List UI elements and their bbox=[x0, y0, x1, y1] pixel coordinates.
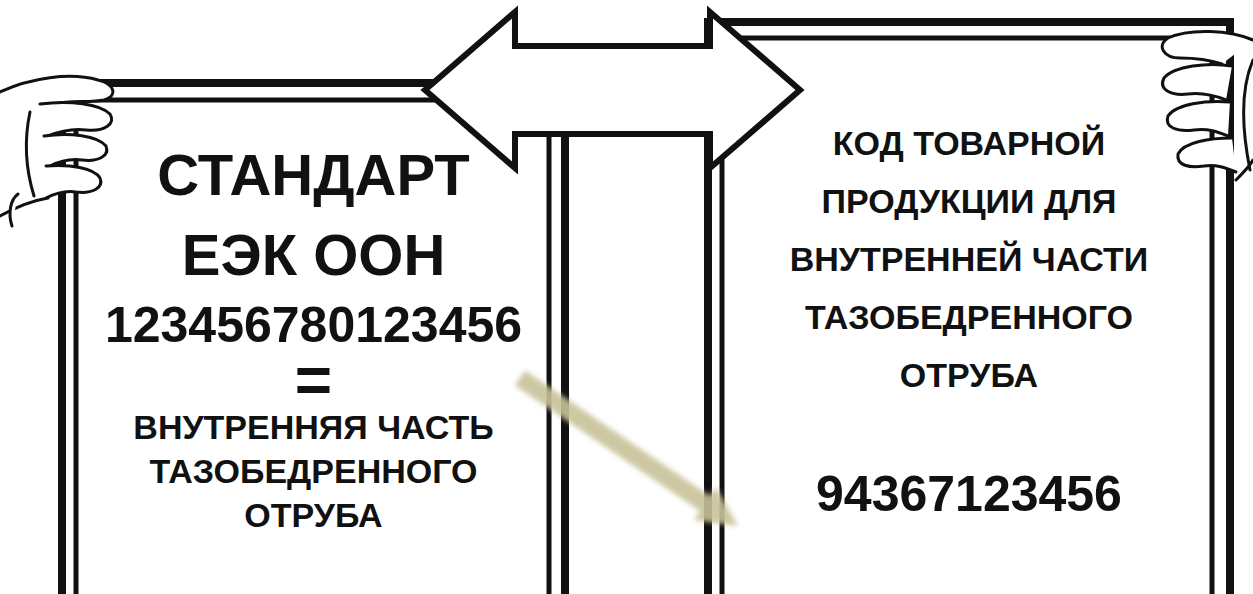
equals-sign: = bbox=[295, 355, 332, 405]
left-frame bbox=[62, 83, 565, 594]
product-code: 94367123456 bbox=[816, 464, 1122, 524]
standard-code: 123456780123456 bbox=[105, 295, 522, 355]
product-name: ВНУТРЕННЯЯ ЧАСТЬ ТАЗОБЕДРЕННОГО ОТРУБА bbox=[89, 405, 539, 537]
standard-title: СТАНДАРТ ЕЭК ООН bbox=[124, 135, 504, 295]
document-panel: КОД ТОВАРНОЙ ПРОДУКЦИИ ДЛЯ ВНУТРЕННЕЙ ЧА… bbox=[708, 22, 1230, 594]
document-panel: СТАНДАРТ ЕЭК ООН123456780123456=ВНУТРЕНН… bbox=[62, 83, 565, 594]
right-frame bbox=[708, 22, 1230, 594]
left-hand bbox=[0, 76, 113, 226]
product-code-caption: КОД ТОВАРНОЙ ПРОДУКЦИИ ДЛЯ ВНУТРЕННЕЙ ЧА… bbox=[769, 114, 1169, 404]
pointer-arrow bbox=[515, 371, 738, 526]
right-hand bbox=[1162, 31, 1253, 180]
double-block-arrow bbox=[425, 12, 800, 168]
